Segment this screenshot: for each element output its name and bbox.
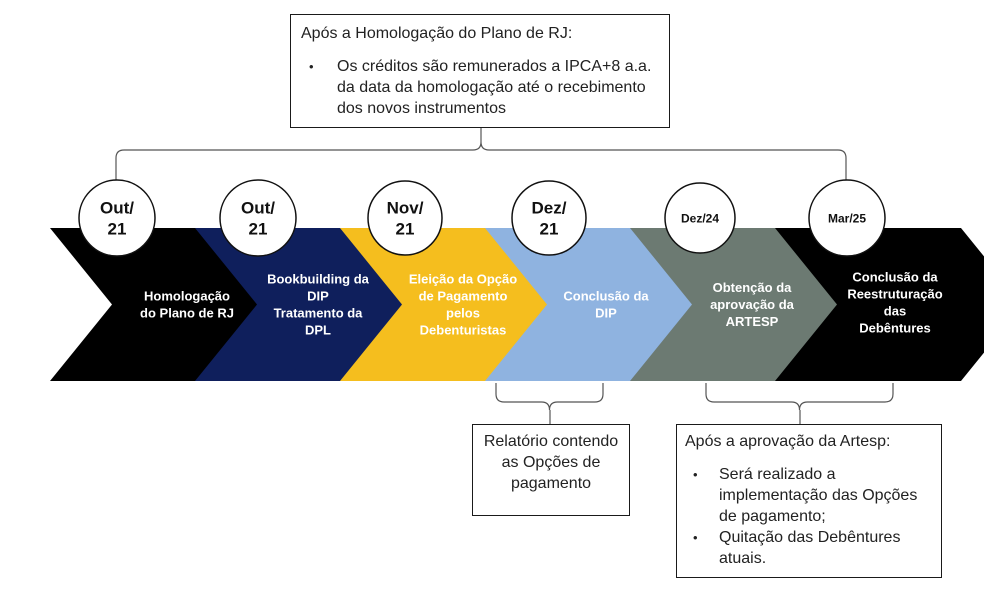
artesp-note: Após a aprovação da Artesp: Será realiza…	[676, 424, 942, 578]
date-label-line: Out/	[100, 199, 134, 218]
date-circle-1	[78, 179, 156, 257]
stage-label-line: Conclusão da	[563, 289, 649, 304]
artesp-note-title: Após a aprovação da Artesp:	[685, 433, 891, 450]
stage-label-line: pelos	[446, 306, 480, 321]
date-circle-5	[664, 182, 736, 254]
date-label-6: Mar/25	[828, 211, 866, 225]
date-circle-4	[511, 180, 587, 256]
stage-label-line: de Pagamento	[419, 289, 508, 304]
stage-label-line: Eleição da Opção	[409, 272, 517, 287]
date-label-line: Dez/24	[681, 211, 719, 225]
date-label-line: Nov/	[387, 199, 424, 218]
stage-label-line: Conclusão da	[852, 270, 938, 285]
stage-label-line: DPL	[305, 323, 331, 338]
stage-label-line: Debêntures	[859, 321, 931, 336]
report-bracket	[495, 383, 604, 411]
date-circle-2	[219, 179, 297, 257]
stage-label-line: aprovação da	[710, 297, 795, 312]
artesp-note-bullets: Será realizado a implementação das Opçõe…	[685, 464, 933, 569]
stage-label-1: Homologação do Plano de RJ	[140, 289, 234, 321]
date-label-3: Nov/21	[387, 199, 424, 239]
date-label-4: Dez/21	[532, 199, 567, 239]
date-circle-3	[367, 180, 443, 256]
artesp-note-bullet-1: Será realizado a implementação das Opçõe…	[685, 464, 933, 527]
date-label-line: Out/	[241, 199, 275, 218]
stage-label-line: Debenturistas	[420, 323, 507, 338]
stage-label-line: Tratamento da	[274, 306, 364, 321]
stage-label-line: ARTESP	[726, 314, 779, 329]
stage-label-line: do Plano de RJ	[140, 306, 234, 321]
homologation-note-title: Após a Homologação do Plano de RJ:	[301, 25, 573, 42]
stage-label-line: Reestruturação	[847, 287, 942, 302]
stage-label-line: Obtenção da	[713, 280, 793, 295]
stage-chevron-6	[775, 228, 984, 381]
date-label-line: Dez/	[532, 199, 567, 218]
date-label-line: 21	[249, 220, 268, 239]
stage-label-line: Bookbuilding da	[267, 272, 370, 287]
top-bracket	[115, 141, 847, 180]
date-circle-6	[808, 179, 886, 257]
date-label-line: Mar/25	[828, 211, 866, 225]
report-note-text: Relatório contendo as Opções de pagament…	[483, 433, 619, 492]
stage-label-line: Homologação	[144, 289, 230, 304]
date-label-line: 21	[396, 220, 415, 239]
date-label-line: 21	[540, 220, 559, 239]
date-label-1: Out/21	[100, 199, 134, 239]
homologation-note-bullets: Os créditos são remunerados a IPCA+8 a.a…	[301, 56, 659, 119]
date-label-5: Dez/24	[681, 211, 719, 225]
stage-label-line: DIP	[595, 306, 617, 321]
stage-label-2: Bookbuilding da DIP Tratamento da DPL	[267, 272, 370, 338]
homologation-note: Após a Homologação do Plano de RJ: Os cr…	[290, 14, 670, 128]
date-label-2: Out/21	[241, 199, 275, 239]
stage-label-line: DIP	[307, 289, 329, 304]
artesp-bracket	[705, 383, 894, 411]
report-note: Relatório contendo as Opções de pagament…	[472, 424, 630, 516]
stage-label-line: das	[884, 304, 906, 319]
stage-label-4: Conclusão da DIP	[563, 289, 649, 321]
homologation-note-bullet: Os créditos são remunerados a IPCA+8 a.a…	[301, 56, 659, 119]
artesp-note-bullet-2: Quitação das Debêntures atuais.	[685, 527, 933, 569]
date-label-line: 21	[108, 220, 127, 239]
stage-label-5: Obtenção da aprovação da ARTESP	[710, 280, 795, 329]
